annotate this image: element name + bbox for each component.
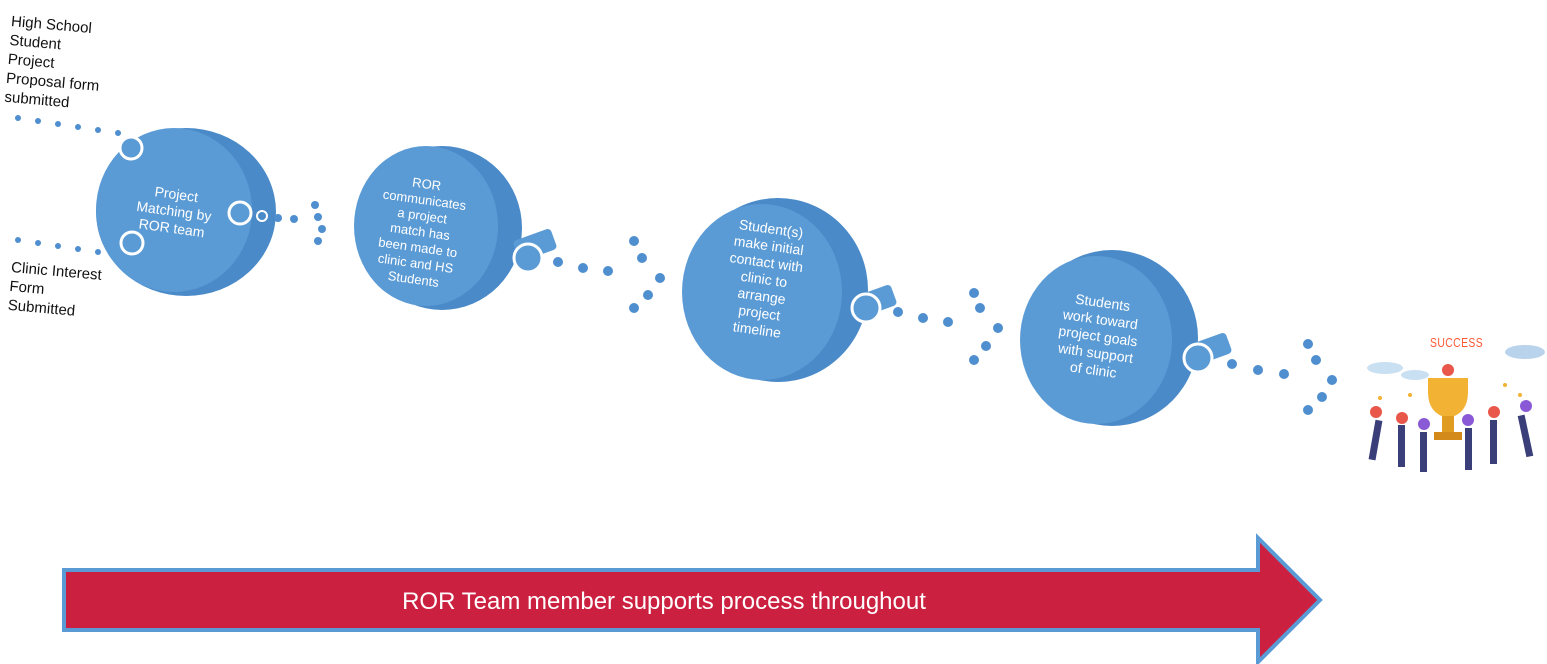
step-2-text: ROR communicates a project match has bee… [377,174,468,291]
success-illustration [1367,345,1545,472]
hs-form-dotted-line [15,115,121,136]
success-label: SUCCESS [1430,335,1484,350]
connector-3-dots [893,288,1003,365]
connector-4-dots [1227,339,1337,415]
step-4-text: Students work toward project goals with … [1057,290,1139,381]
connector-1-dots [274,201,326,245]
step-1-disc [96,128,276,296]
clinic-interest-form-label: Clinic Interest Form Submitted [7,258,103,320]
support-banner-arrow [62,533,1323,664]
hs-student-form-label: High School Student Project Proposal for… [3,12,100,112]
clinic-form-dotted-line [15,237,101,255]
connector-2-dots [553,236,665,313]
support-banner-text: ROR Team member supports process through… [402,588,926,615]
step-3-disc [682,198,897,382]
step-2-disc [354,146,557,310]
step-3-text: Student(s) make initial contact with cli… [728,216,805,341]
step-4-disc [1020,250,1232,426]
